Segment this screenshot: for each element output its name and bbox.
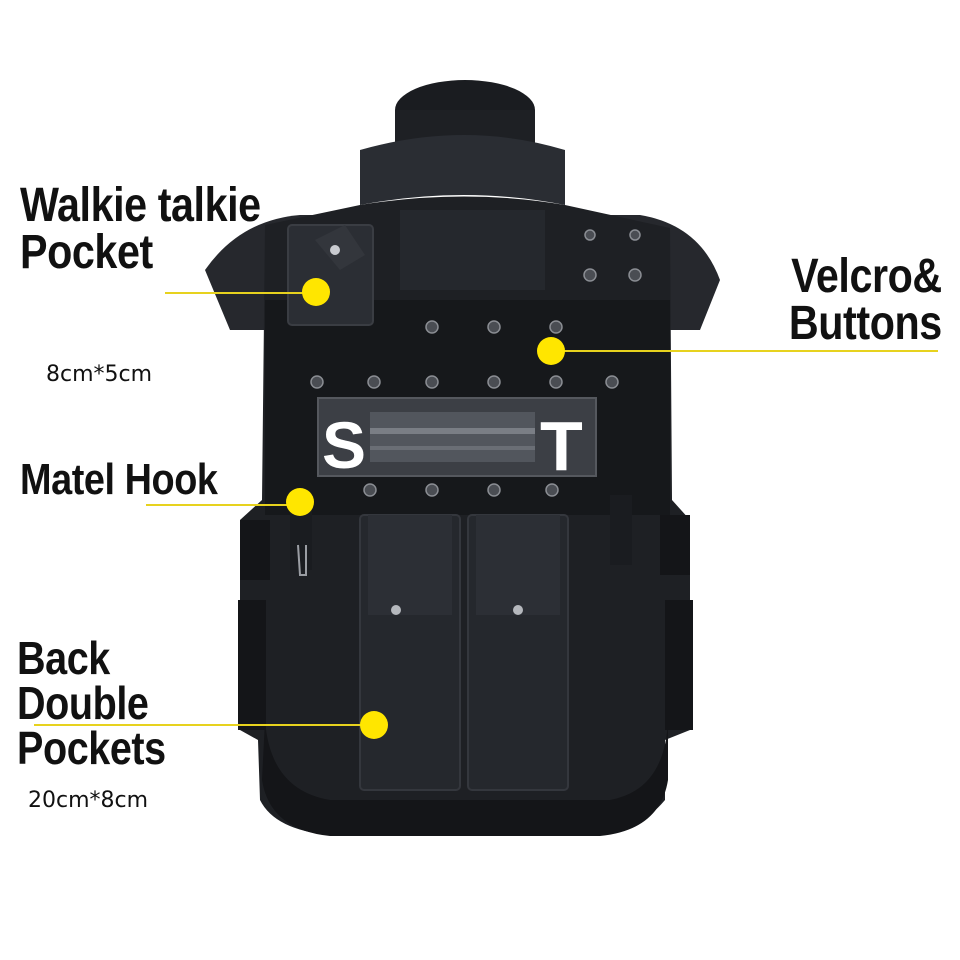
- label-line: Velcro&: [791, 250, 942, 303]
- callout-velcro-line: [552, 350, 938, 352]
- label-line: Walkie talkie: [20, 179, 261, 232]
- snap-buttons: [310, 229, 642, 497]
- callout-pockets-label: Back Double Pockets: [17, 632, 166, 775]
- callout-hook-label: Matel Hook: [20, 455, 218, 504]
- callout-walkie-line: [165, 292, 315, 294]
- callout-velcro-label: Velcro& Buttons: [789, 250, 942, 351]
- label-line: Double: [17, 677, 149, 730]
- upper-panel: [400, 210, 545, 290]
- collar: [360, 135, 565, 205]
- pockets-dimension: 20cm*8cm: [28, 788, 149, 813]
- callout-pockets-dot: [360, 711, 388, 739]
- label-line: Back: [17, 632, 110, 684]
- patch-letter-s: S: [322, 408, 366, 482]
- callout-velcro-dot: [537, 337, 565, 365]
- label-line: Matel Hook: [20, 455, 218, 504]
- callout-hook-dot: [286, 488, 314, 516]
- walkie-dimension: 8cm*5cm: [46, 362, 153, 387]
- callout-walkie-label: Walkie talkie Pocket: [20, 179, 261, 280]
- label-line: Buttons: [789, 297, 942, 351]
- walkie-flap: [315, 225, 365, 270]
- callout-hook-line: [146, 504, 296, 506]
- snap-button: [330, 245, 340, 255]
- label-line: Pocket: [20, 226, 153, 280]
- patch-letter-t: T: [540, 407, 583, 485]
- left-strap: [240, 520, 270, 580]
- right-strap: [660, 515, 690, 575]
- callout-pockets-line: [34, 724, 364, 726]
- callout-walkie-dot: [302, 278, 330, 306]
- label-line: Pockets: [17, 722, 166, 775]
